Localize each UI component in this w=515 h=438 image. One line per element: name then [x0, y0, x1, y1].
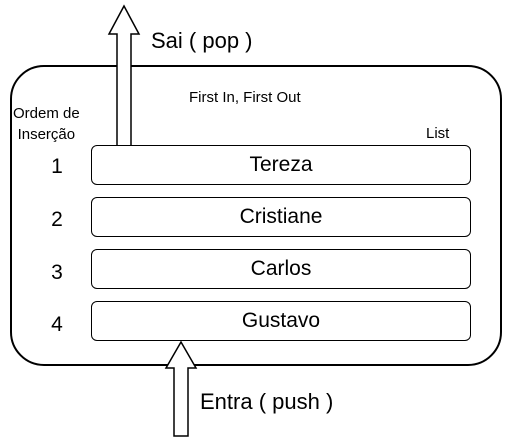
- list-item-box: Cristiane: [91, 197, 471, 237]
- pop-label: Sai ( pop ): [151, 28, 253, 53]
- order-number: 4: [51, 313, 63, 336]
- list-item-name: Carlos: [250, 257, 312, 280]
- list-item-name: Tereza: [249, 153, 313, 176]
- list-item-name: Cristiane: [239, 205, 323, 228]
- order-title-line1: Ordem de: [13, 105, 80, 122]
- list-item-box: Gustavo: [91, 301, 471, 341]
- list-item-box: Tereza: [91, 145, 471, 185]
- pop-arrow-icon: [107, 4, 141, 147]
- list-item-name: Gustavo: [241, 309, 321, 332]
- order-number: 3: [51, 261, 63, 284]
- order-column-title: Ordem de Inserção: [13, 103, 80, 145]
- push-arrow-icon: [164, 340, 198, 437]
- order-title-line2: Inserção: [17, 126, 76, 143]
- order-number: 1: [51, 155, 63, 178]
- order-number: 2: [51, 208, 63, 231]
- push-label: Entra ( push ): [200, 389, 334, 414]
- list-item-box: Carlos: [91, 249, 471, 289]
- policy-label: First In, First Out: [189, 89, 301, 106]
- list-label: List: [426, 125, 450, 142]
